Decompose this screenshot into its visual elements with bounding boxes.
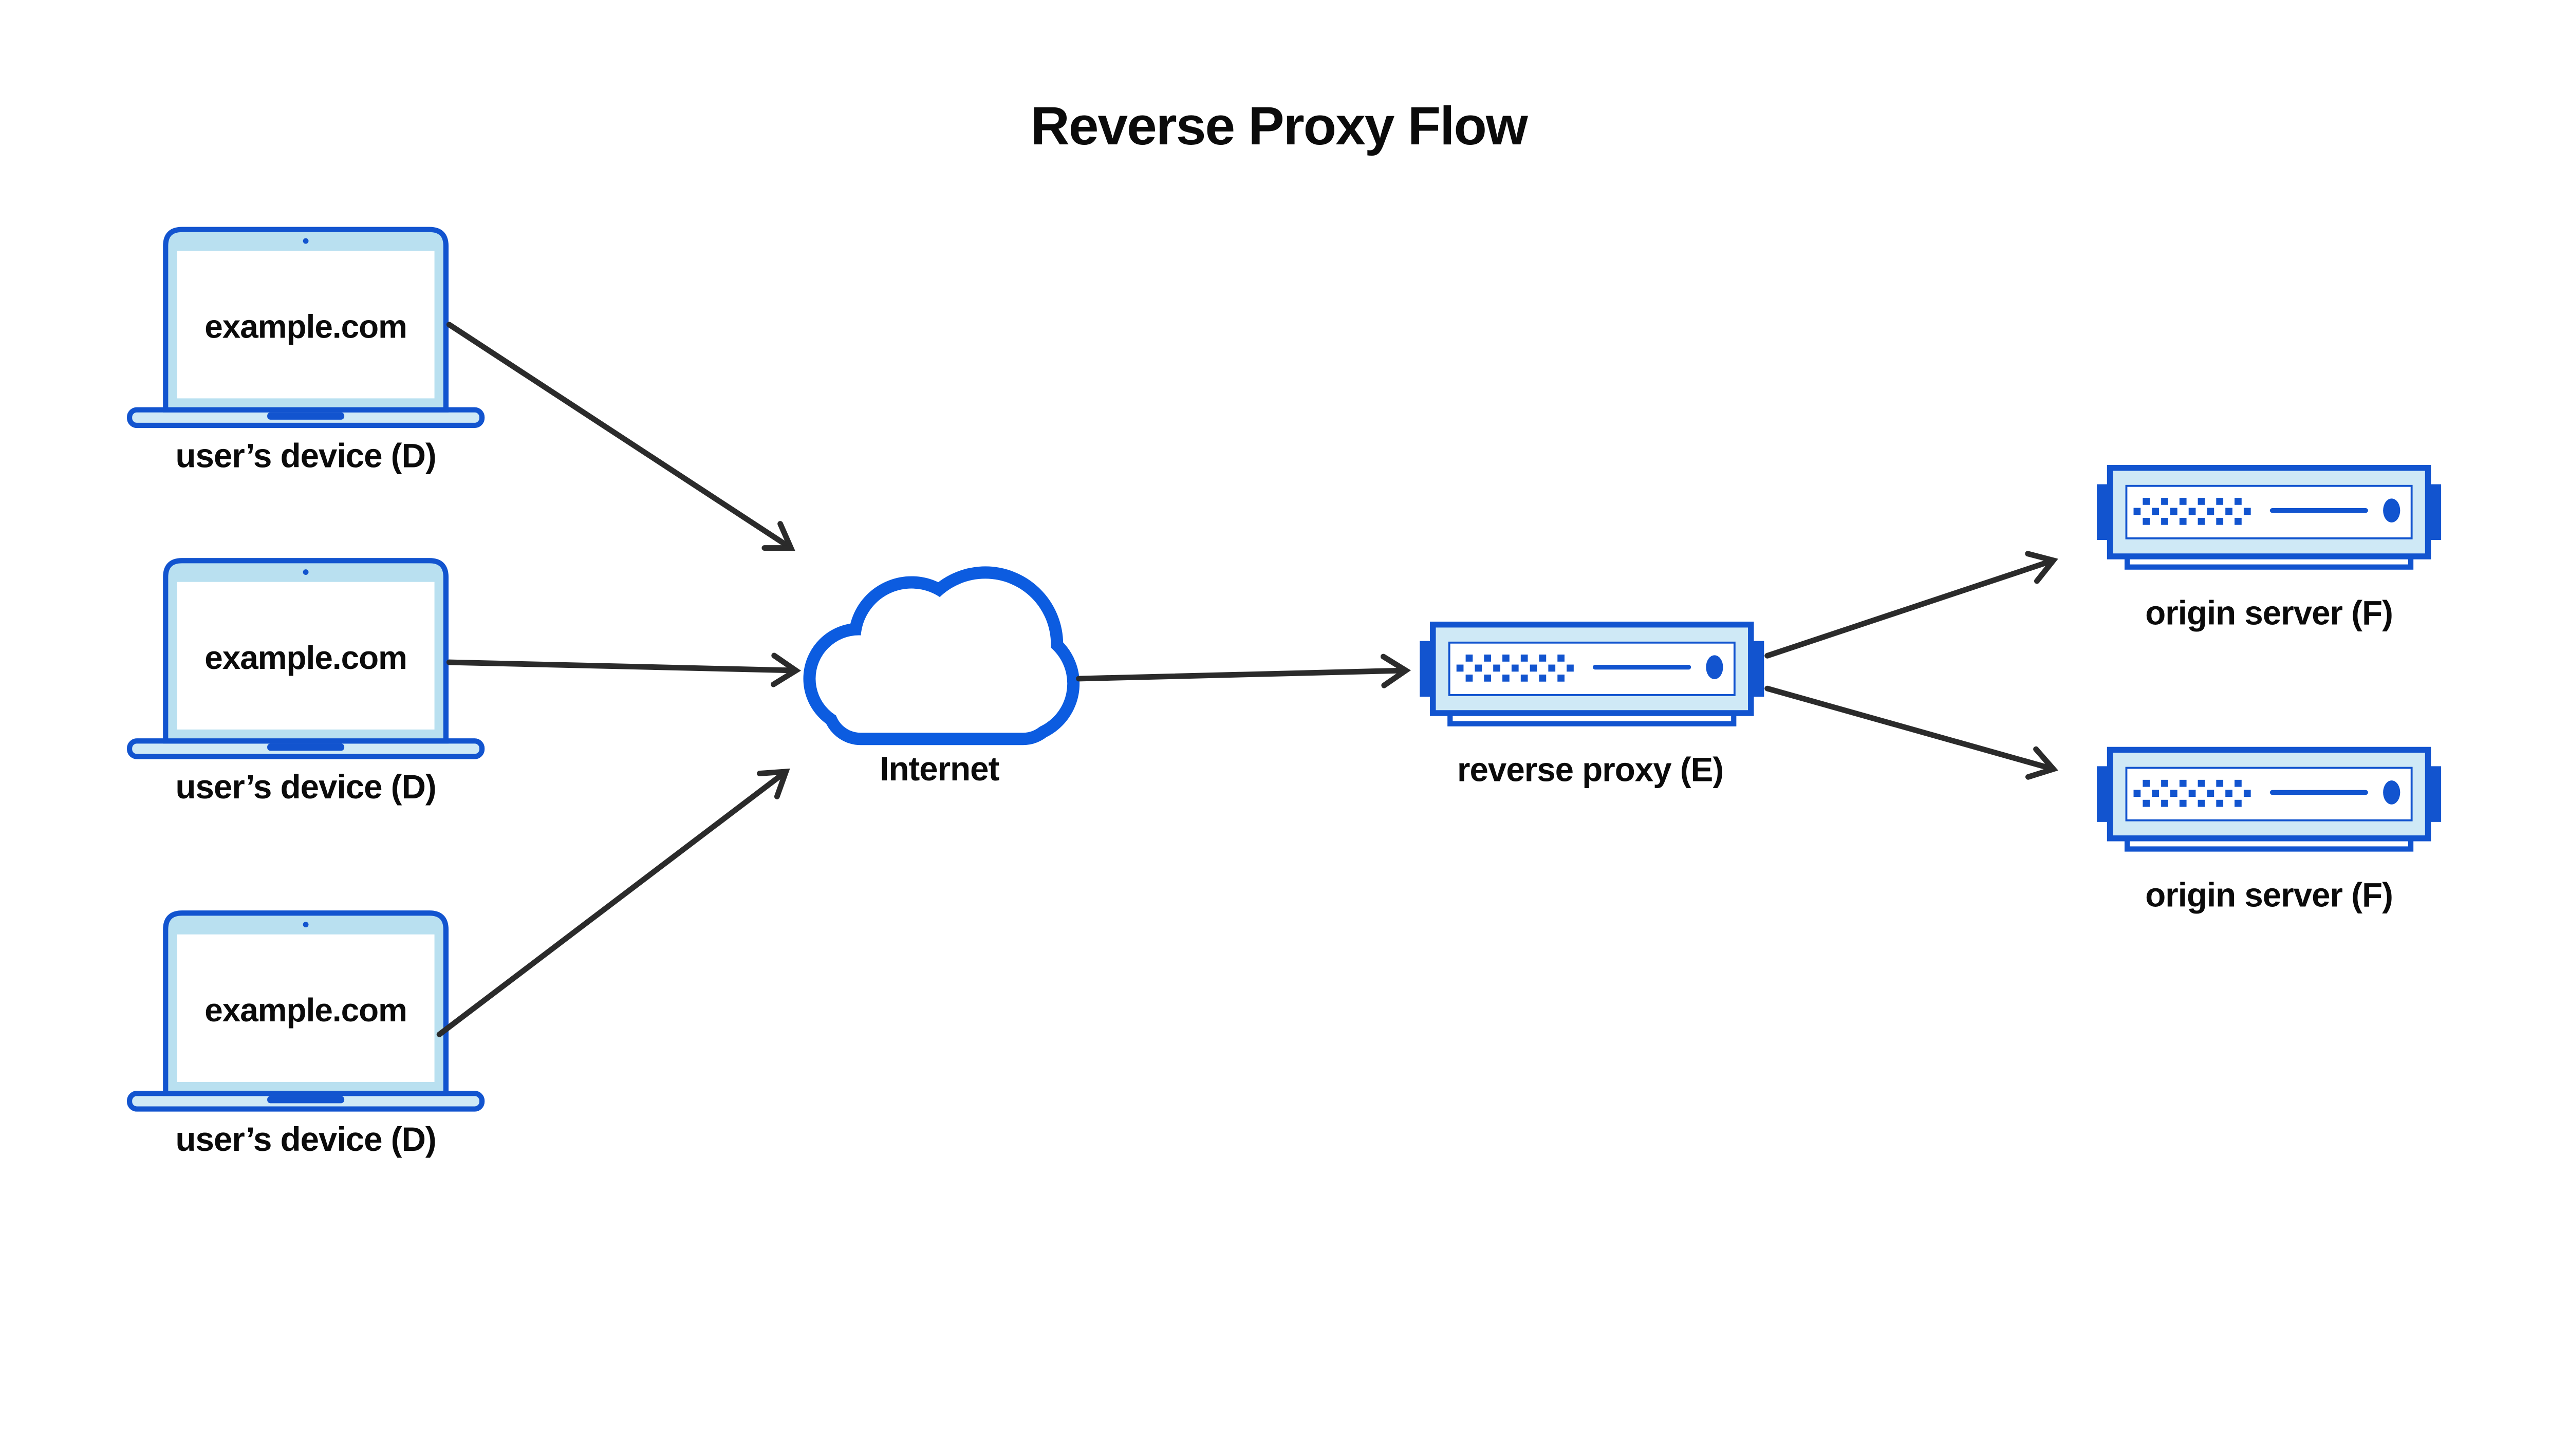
user-device-1: example.com user’s device (D) [126,227,485,474]
server-led-icon [2383,498,2400,522]
cloud-fill [815,578,1068,733]
server-front-panel [2125,767,2413,822]
internet-node: Internet [803,566,1080,788]
laptop-screen [177,934,435,1082]
diagram-canvas: Reverse Proxy Flow example.com user’s de… [126,96,2442,1158]
server-front-panel [1448,641,1736,696]
camera-dot-icon [303,569,309,575]
camera-dot-icon [303,922,309,928]
device-screen-text: example.com [204,308,407,345]
laptop-hinge-notch [267,1096,345,1104]
server-vent-dots [2133,498,2251,525]
arrow-proxy-to-origin1 [1764,551,2058,659]
origin-server-2-label: origin server (F) [2145,876,2393,914]
arrow-device2-to-internet [446,652,802,687]
user-device-3: example.com user’s device (D) [126,910,485,1158]
origin-server-1-label: origin server (F) [2145,594,2393,632]
server-led-icon [1706,655,1723,679]
server-led-icon [2383,780,2400,805]
camera-dot-icon [303,238,309,244]
device-screen-text: example.com [204,639,407,676]
origin-server-1-node: origin server (F) [2097,464,2442,632]
arrow-proxy-to-origin2 [1764,685,2058,780]
laptop-screen [177,582,435,730]
laptop-hinge-notch [267,412,345,420]
device-screen-text: example.com [204,992,407,1029]
page-title: Reverse Proxy Flow [1031,96,1529,156]
arrow-internet-to-proxy [1076,654,1411,688]
flow-arrows [436,322,2058,1037]
laptop-screen [177,251,435,399]
user-device-2: example.com user’s device (D) [126,558,485,806]
internet-label: Internet [880,750,999,788]
reverse-proxy-label: reverse proxy (E) [1457,751,1723,789]
arrow-device1-to-internet [446,322,795,551]
device-label: user’s device (D) [175,1121,436,1158]
server-vent-dots [1456,655,1574,682]
device-label: user’s device (D) [175,768,436,806]
reverse-proxy-flow-diagram: Reverse Proxy Flow example.com user’s de… [126,96,2442,1158]
arrow-device3-to-internet [436,768,790,1037]
server-vent-dots [2133,779,2251,807]
reverse-proxy-node: reverse proxy (E) [1420,621,1764,789]
device-label: user’s device (D) [175,437,436,474]
laptop-hinge-notch [267,743,345,751]
origin-server-2-node: origin server (F) [2097,746,2442,914]
server-front-panel [2125,484,2413,539]
